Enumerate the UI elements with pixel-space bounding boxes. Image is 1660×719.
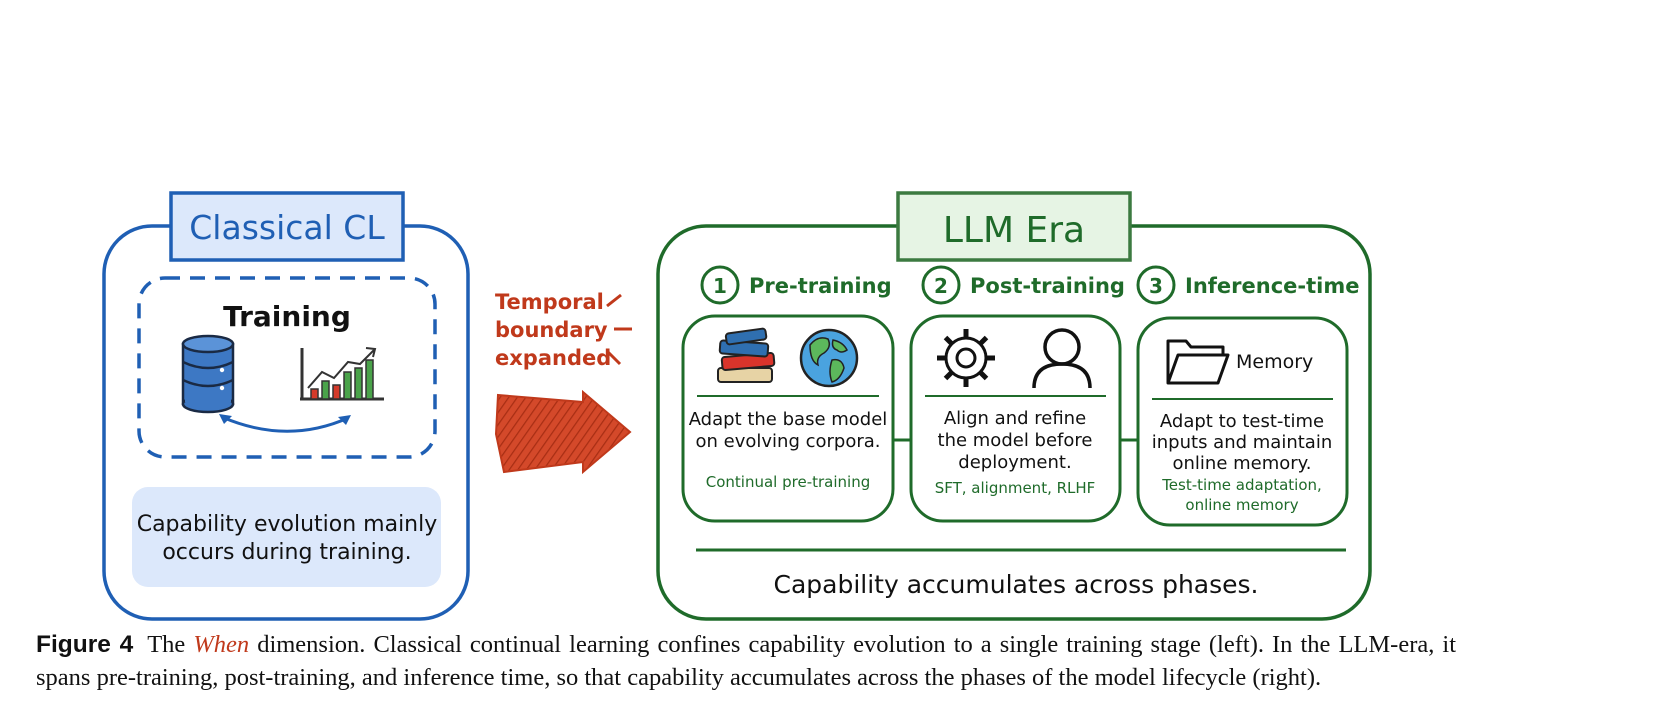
classical-cl-title: Classical CL xyxy=(189,208,385,247)
folder-icon xyxy=(1166,339,1230,385)
phase-desc-line3: online memory. xyxy=(1173,453,1312,474)
phase-number: 1 xyxy=(713,274,727,298)
classical-cl-panel: Classical CL Training xyxy=(102,191,470,621)
phase-inference-time: 3 Inference-time Memory Adapt to test-ti… xyxy=(1136,265,1359,527)
gear-icon xyxy=(937,329,995,387)
llm-era-panel: LLM Era 1 Pre-training Adapt the b xyxy=(656,191,1372,621)
phase-desc-line2: inputs and maintain xyxy=(1152,432,1332,453)
accumulation-footer: Capability accumulates across phases. xyxy=(774,570,1259,599)
emphasis-tick xyxy=(606,293,622,308)
phase-desc-line2: on evolving corpora. xyxy=(696,431,881,452)
temporal-boundary-annotation: Temporal boundary expanded xyxy=(494,290,632,475)
training-note-line2: occurs during training. xyxy=(162,540,411,565)
phase-method: Continual pre-training xyxy=(706,473,870,491)
figure-label: Figure 4 xyxy=(36,631,134,658)
phase-method-line2: online memory xyxy=(1185,496,1298,514)
caption-body: dimension. Classical continual learning … xyxy=(36,631,1456,691)
phase-pre-training: 1 Pre-training Adapt the base model on e… xyxy=(681,265,895,523)
phase-desc-line3: deployment. xyxy=(958,452,1071,473)
llm-era-title: LLM Era xyxy=(943,210,1085,251)
temporal-arrow xyxy=(494,389,632,475)
phase-method-line1: Test-time adaptation, xyxy=(1161,476,1322,494)
globe-icon xyxy=(799,328,859,388)
person-icon xyxy=(1032,328,1092,389)
phase-number: 3 xyxy=(1149,274,1163,298)
phase-title: Pre-training xyxy=(749,274,892,298)
cycle-arrow xyxy=(221,415,349,433)
phase-desc-line1: Align and refine xyxy=(944,408,1086,429)
temporal-line1: Temporal xyxy=(495,290,604,314)
phase-number-badge xyxy=(1136,265,1176,305)
temporal-line2: boundary xyxy=(495,318,608,342)
phase-method: SFT, alignment, RLHF xyxy=(935,479,1096,497)
phase-post-training: 2 Post-training xyxy=(909,265,1125,523)
phase-number-badge xyxy=(700,265,740,305)
caption-when: When xyxy=(193,631,250,658)
figure-caption: Figure 4 The When dimension. Classical co… xyxy=(36,628,1456,719)
llm-era-title-box xyxy=(896,191,1132,262)
phase-number: 2 xyxy=(934,274,948,298)
phase-title: Post-training xyxy=(970,274,1125,298)
training-label: Training xyxy=(223,300,351,333)
phase-desc-line2: the model before xyxy=(938,430,1093,451)
training-stage-box xyxy=(137,276,437,459)
temporal-line3: expanded xyxy=(495,346,611,370)
caption-pre: The xyxy=(147,631,194,658)
classical-cl-title-box xyxy=(169,191,405,262)
phase-number-badge xyxy=(921,265,961,305)
training-note-box xyxy=(132,487,441,587)
phase-desc-line1: Adapt the base model xyxy=(689,409,888,430)
bar-chart-icon xyxy=(300,347,384,401)
training-note-line1: Capability evolution mainly xyxy=(137,512,438,537)
memory-label: Memory xyxy=(1236,351,1313,373)
emphasis-tick xyxy=(606,350,622,366)
database-icon xyxy=(181,334,235,414)
phase-title: Inference-time xyxy=(1185,274,1359,298)
books-icon xyxy=(717,327,776,383)
phase-desc-line1: Adapt to test-time xyxy=(1160,411,1324,432)
